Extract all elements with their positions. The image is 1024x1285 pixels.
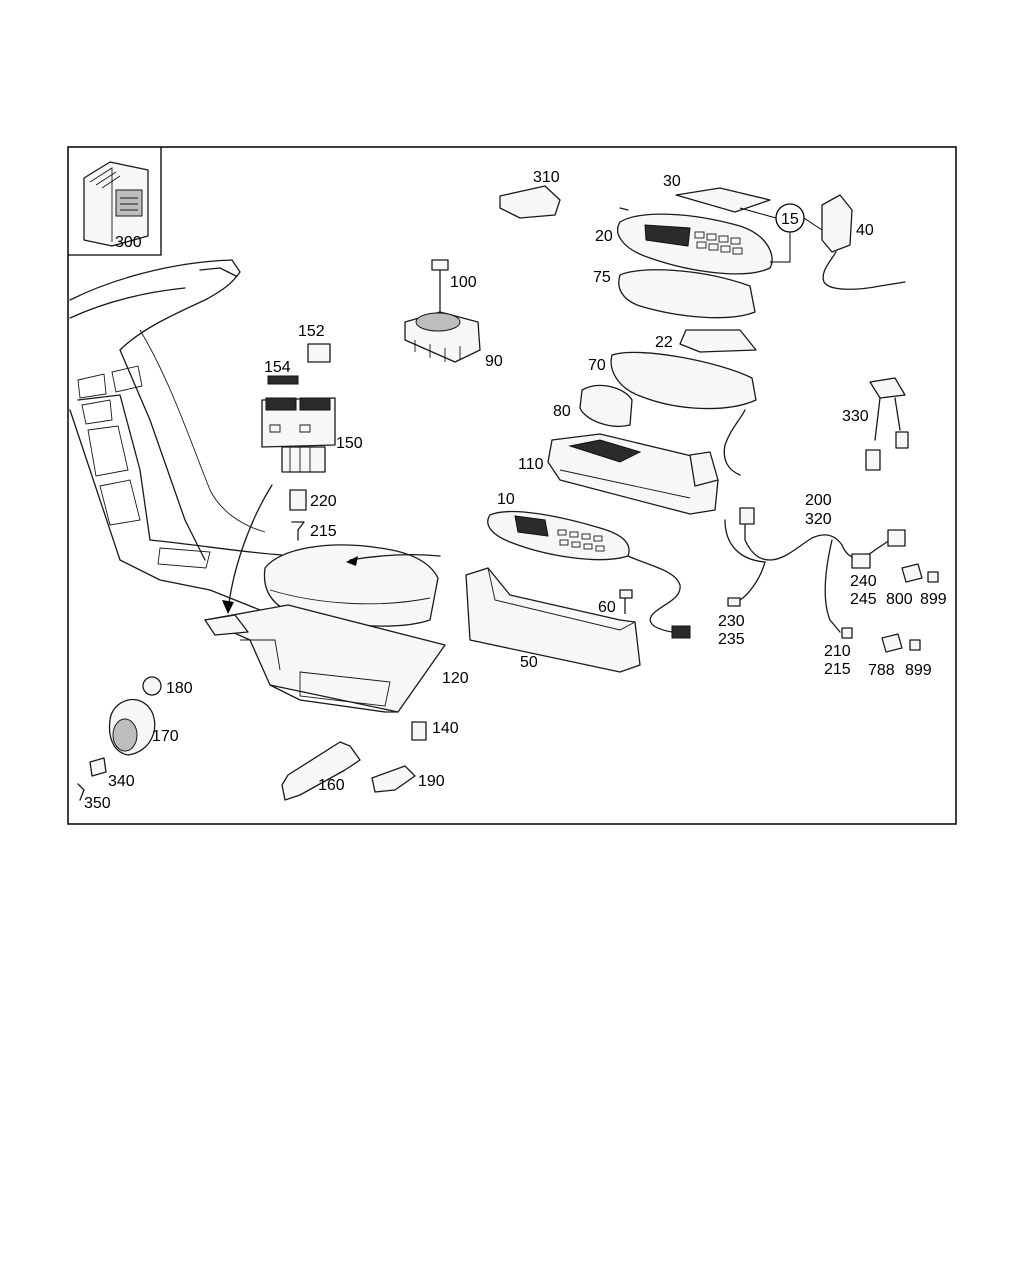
button-cap-154	[267, 375, 299, 385]
label-230: 230	[718, 613, 745, 630]
phone-handset-20-illustration	[617, 207, 773, 275]
label-215-top: 215	[310, 523, 337, 540]
label-220: 220	[310, 493, 337, 510]
label-310: 310	[533, 169, 560, 186]
contact-899a	[927, 571, 939, 583]
contact-899b	[909, 639, 921, 651]
label-800: 800	[886, 591, 913, 608]
label-152: 152	[298, 323, 325, 340]
label-80: 80	[553, 403, 571, 420]
label-190: 190	[418, 773, 445, 790]
label-110: 110	[518, 456, 544, 473]
label-245: 245	[850, 591, 877, 608]
label-300: 300	[115, 234, 142, 251]
label-30: 30	[663, 173, 681, 190]
label-235: 235	[718, 631, 745, 648]
label-100: 100	[450, 274, 477, 291]
label-340: 340	[108, 773, 135, 790]
housing-800	[901, 563, 923, 583]
plate-22	[679, 329, 757, 353]
clip-140	[411, 721, 427, 741]
label-90: 90	[485, 353, 503, 370]
label-10: 10	[497, 491, 515, 508]
label-320: 320	[805, 511, 832, 528]
label-210: 210	[824, 643, 851, 660]
label-70: 70	[588, 357, 606, 374]
label-60: 60	[598, 599, 616, 616]
label-154: 154	[264, 359, 291, 376]
label-330: 330	[842, 408, 869, 425]
label-75: 75	[593, 269, 611, 286]
plug-340	[89, 757, 107, 777]
screw-60	[619, 589, 633, 614]
label-40: 40	[856, 222, 874, 239]
label-170: 170	[152, 728, 179, 745]
adapter-80	[579, 384, 633, 427]
cable-harness-illustration	[724, 507, 906, 639]
label-240: 240	[850, 573, 877, 590]
label-899-bottom: 899	[905, 662, 932, 679]
housing-788	[881, 633, 903, 653]
switch-module-illustration	[404, 259, 481, 363]
kit-leaders	[739, 207, 823, 263]
handset-10-illustration	[487, 510, 691, 639]
cradle-adapter-70-illustration	[610, 351, 757, 476]
charger-40-illustration	[821, 194, 906, 290]
label-50: 50	[520, 654, 538, 671]
inset-box	[68, 147, 162, 256]
connector-220	[289, 489, 307, 511]
label-140: 140	[432, 720, 459, 737]
label-215-bottom: 215	[824, 661, 851, 678]
label-120: 120	[442, 670, 469, 687]
label-20: 20	[595, 228, 613, 245]
handset-holder-50-illustration	[465, 567, 641, 673]
microphone-330-illustration	[865, 377, 909, 471]
label-200: 200	[805, 492, 832, 509]
grille-180	[142, 676, 162, 696]
battery-30	[675, 187, 771, 213]
button-cap-152	[307, 343, 331, 363]
cover-310	[499, 185, 561, 219]
car-interior-illustration	[69, 259, 283, 613]
switch-unit-illustration	[261, 397, 336, 473]
label-350: 350	[84, 795, 111, 812]
label-180: 180	[166, 680, 193, 697]
label-160: 160	[318, 777, 345, 794]
diagram-border	[67, 146, 957, 825]
manual-illustration	[83, 161, 149, 247]
bracket-160	[281, 741, 361, 801]
cover-190	[371, 765, 416, 793]
label-788: 788	[868, 662, 895, 679]
label-150: 150	[336, 435, 363, 452]
base-cradle-110-illustration	[547, 433, 719, 515]
pin-350	[77, 783, 85, 801]
label-899-top: 899	[920, 591, 947, 608]
cradle-upper-75	[618, 269, 756, 319]
armrest-tray-illustration	[204, 484, 446, 713]
label-15: 15	[781, 211, 799, 228]
speaker-170-illustration	[108, 699, 156, 756]
pin-215	[291, 521, 305, 541]
label-22: 22	[655, 334, 673, 351]
